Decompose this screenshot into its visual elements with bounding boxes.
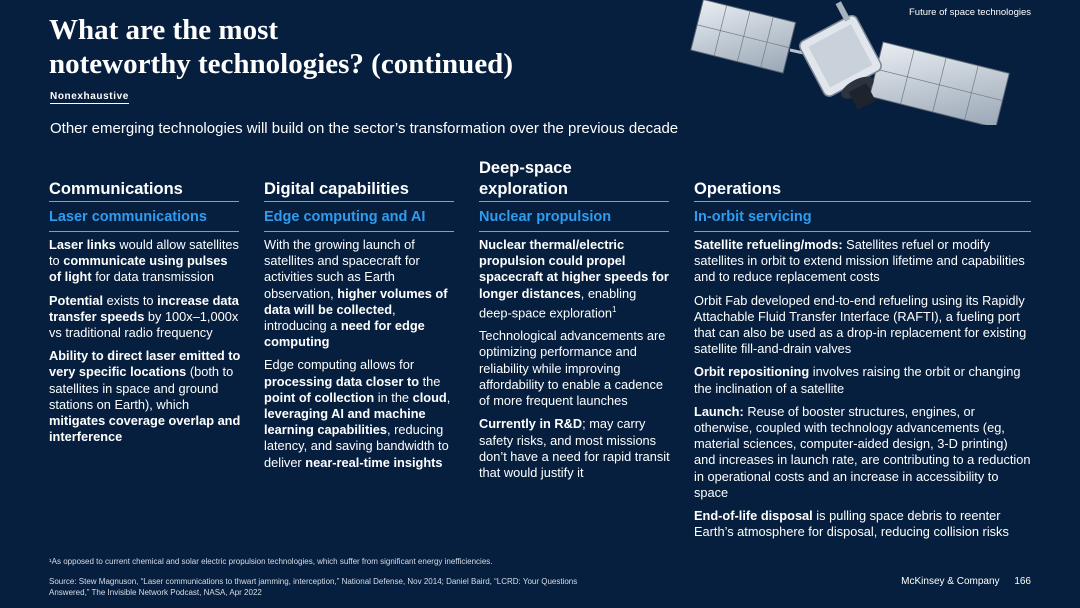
column-body: Nuclear thermal/electric propulsion coul… (479, 237, 671, 488)
column-heading: Digital capabilities (264, 180, 409, 198)
divider (49, 201, 239, 202)
column-subheading: Edge computing and AI (264, 209, 426, 225)
body-paragraph: Laser links would allow satellites to co… (49, 237, 239, 285)
divider (694, 231, 1031, 232)
title-line-2: noteworthy technologies? (continued) (49, 48, 513, 80)
source-line-1: Source: Stew Magnuson, “Laser communicat… (49, 577, 578, 586)
divider (479, 201, 669, 202)
divider (264, 201, 454, 202)
footnote: ¹As opposed to current chemical and sola… (49, 557, 493, 566)
column-body: With the growing launch of satellites an… (264, 237, 456, 478)
column-subheading: Laser communications (49, 209, 207, 225)
page-number: 166 (1014, 576, 1031, 587)
title-line-1: What are the most (49, 14, 279, 46)
body-paragraph: Nuclear thermal/electric propulsion coul… (479, 237, 669, 321)
column-subheading: In-orbit servicing (694, 209, 812, 225)
column-body: Laser links would allow satellites to co… (49, 237, 241, 452)
body-paragraph: Ability to direct laser emitted to very … (49, 348, 241, 445)
body-paragraph: Currently in R&D; may carry safety risks… (479, 416, 670, 480)
body-paragraph: End-of-life disposal is pulling space de… (694, 508, 1009, 540)
column-heading: Communications (49, 180, 183, 198)
page-title: What are the most noteworthy technologie… (49, 13, 689, 81)
satellite-icon (690, 0, 1010, 125)
body-paragraph: Orbit repositioning involves raising the… (694, 364, 1021, 396)
breadcrumb: Future of space technologies (909, 7, 1031, 18)
page-subtitle: Other emerging technologies will build o… (50, 120, 679, 137)
body-paragraph: Orbit Fab developed end-to-end refueling… (694, 292, 1027, 357)
nonexhaustive-tag: Nonexhaustive (50, 91, 129, 104)
body-paragraph: With the growing launch of satellites an… (264, 237, 448, 350)
column-heading: Operations (694, 180, 782, 198)
footer-brand: McKinsey & Company 166 (901, 576, 1031, 587)
body-paragraph: Technological advancements are optimizin… (479, 328, 666, 409)
divider (479, 231, 669, 232)
column-body: Satellite refueling/mods: Satellites ref… (694, 237, 1031, 547)
brand-name: McKinsey & Company (901, 576, 1000, 587)
divider (264, 231, 454, 232)
body-paragraph: Satellite refueling/mods: Satellites ref… (694, 237, 1025, 285)
body-paragraph: Launch: Reuse of booster structures, eng… (694, 403, 1031, 500)
source-line-2: Answered,” The Invisible Network Podcast… (49, 588, 262, 597)
divider (49, 231, 239, 232)
column-subheading: Nuclear propulsion (479, 209, 612, 225)
body-paragraph: Edge computing allows for processing dat… (264, 357, 451, 470)
body-paragraph: Potential exists to increase data transf… (49, 292, 239, 341)
divider (694, 201, 1031, 202)
column-heading: Deep-space exploration (479, 159, 572, 198)
